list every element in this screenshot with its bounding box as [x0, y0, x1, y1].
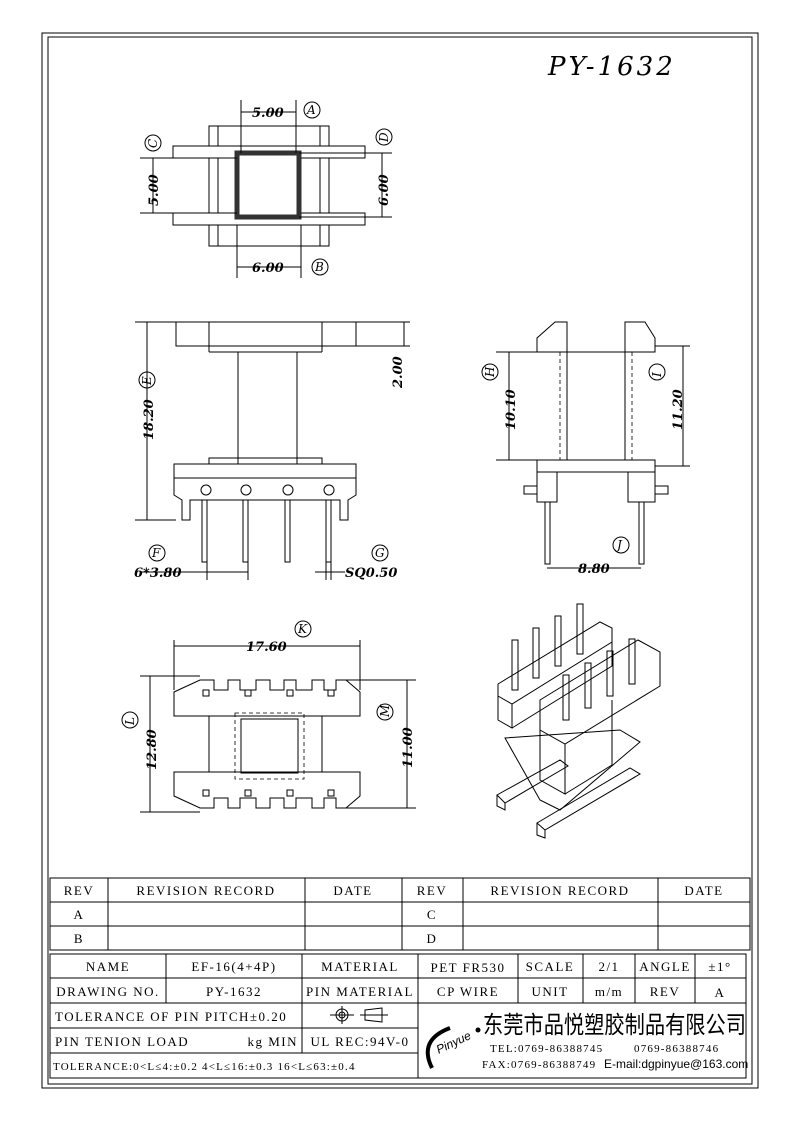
dim-G-value: SQ0.50	[345, 566, 397, 581]
unit-label: UNIT	[531, 984, 568, 999]
dim-F-label: F	[151, 546, 161, 560]
dim-top-offset: 2.00	[391, 356, 406, 389]
rev-cell: B	[74, 931, 84, 946]
dim-D-label: D	[377, 132, 391, 143]
ul-rating: UL REC:94V-0	[310, 1034, 409, 1049]
rev-cell: A	[74, 907, 85, 922]
rev-label: REV	[650, 984, 681, 999]
rev-header: REV	[64, 883, 95, 898]
date-header: DATE	[333, 883, 372, 898]
pin-pitch-tolerance: TOLERANCE OF PIN PITCH±0.20	[55, 1009, 287, 1024]
drawing-no-label: DRAWING NO.	[56, 984, 160, 999]
dim-F-value: 6*3.80	[134, 566, 182, 581]
dim-B-value: 6.00	[252, 261, 284, 276]
dim-K-value: 17.60	[246, 640, 287, 655]
dim-C-label: C	[146, 139, 160, 148]
dim-A-value: 5.00	[252, 106, 284, 121]
dim-L-label: L	[123, 717, 137, 726]
dim-E-label: E	[140, 376, 154, 386]
dim-K-label: K	[297, 622, 308, 636]
company-tel: TEL:0769-86388745	[490, 1043, 603, 1055]
dim-J-value: 8.80	[578, 562, 610, 577]
company-email: E-mail:dgpinyue@163.com	[604, 1057, 748, 1071]
dim-L-value: 12.80	[145, 729, 160, 770]
name-value: EF-16(4+4P)	[191, 959, 276, 974]
rev-cell: C	[427, 907, 437, 922]
dim-H-value: 10.10	[504, 389, 519, 430]
drawing-no-value: PY-1632	[206, 984, 262, 999]
material-value: PET FR530	[430, 960, 505, 975]
inner-border	[47, 36, 753, 1085]
name-label: NAME	[86, 959, 130, 974]
angle-value: ±1°	[708, 959, 731, 974]
dim-H-label: H	[483, 366, 497, 378]
isometric-view	[496, 603, 661, 839]
dim-A-label: A	[306, 103, 316, 117]
front-view: 18.20 E 2.00 6*3.80 F SQ0.50 G	[134, 321, 410, 581]
dim-D-value: 6.00	[377, 174, 392, 206]
angle-label: ANGLE	[639, 959, 691, 974]
dim-I-value: 11.20	[671, 389, 686, 430]
unit-value: m/m	[595, 984, 623, 999]
pin-load-label: PIN TENION LOAD	[55, 1034, 189, 1049]
rev-cell: D	[427, 931, 438, 946]
company-tel-2: 0769-86388746	[634, 1043, 719, 1055]
drawing-title: PY-1632	[547, 52, 676, 82]
dim-M-label: M	[378, 704, 392, 718]
material-label: MATERIAL	[321, 959, 399, 974]
rev-value: A	[715, 985, 726, 1000]
revision-record-header: REVISION RECORD	[136, 883, 275, 898]
pin-material-value: CP WIRE	[437, 984, 499, 999]
title-block: NAME EF-16(4+4P) MATERIAL PET FR530 SCAL…	[49, 953, 748, 1079]
projection-symbol	[330, 1006, 388, 1024]
scale-value: 2/1	[598, 959, 619, 974]
pin-material-label: PIN MATERIAL	[306, 984, 414, 999]
company-logo: Pinyue	[425, 1026, 481, 1069]
scale-label: SCALE	[526, 959, 575, 974]
dim-E-value: 18.20	[142, 399, 157, 440]
dim-J-label: J	[614, 538, 623, 552]
revision-table: REV REVISION RECORD DATE REV REVISION RE…	[49, 877, 751, 951]
dim-C-value: 5.00	[147, 174, 162, 206]
bottom-view: 17.60 K 12.80 L 11.00 M	[121, 620, 416, 813]
general-tolerance: TOLERANCE:0<L≤4:±0.2 4<L≤16:±0.3 16<L≤63…	[53, 1061, 356, 1073]
top-view: 5.00 A 6.00 B 5.00 C 6.00 D	[140, 100, 393, 278]
pin-load-unit: kg MIN	[247, 1034, 298, 1049]
company-name: 东莞市品悦塑胶制品有限公司	[483, 1011, 746, 1039]
dim-I-label: I	[650, 372, 664, 378]
rev-header-2: REV	[417, 883, 448, 898]
dim-M-value: 11.00	[401, 727, 416, 768]
company-fax: FAX:0769-86388749	[482, 1059, 596, 1071]
revision-record-header-2: REVISION RECORD	[490, 883, 629, 898]
outer-border	[41, 32, 759, 1089]
dim-G-label: G	[375, 546, 385, 560]
dim-B-label: B	[314, 260, 324, 274]
side-view: 10.10 H 11.20 I 8.80 J	[481, 321, 690, 577]
date-header-2: DATE	[684, 883, 723, 898]
